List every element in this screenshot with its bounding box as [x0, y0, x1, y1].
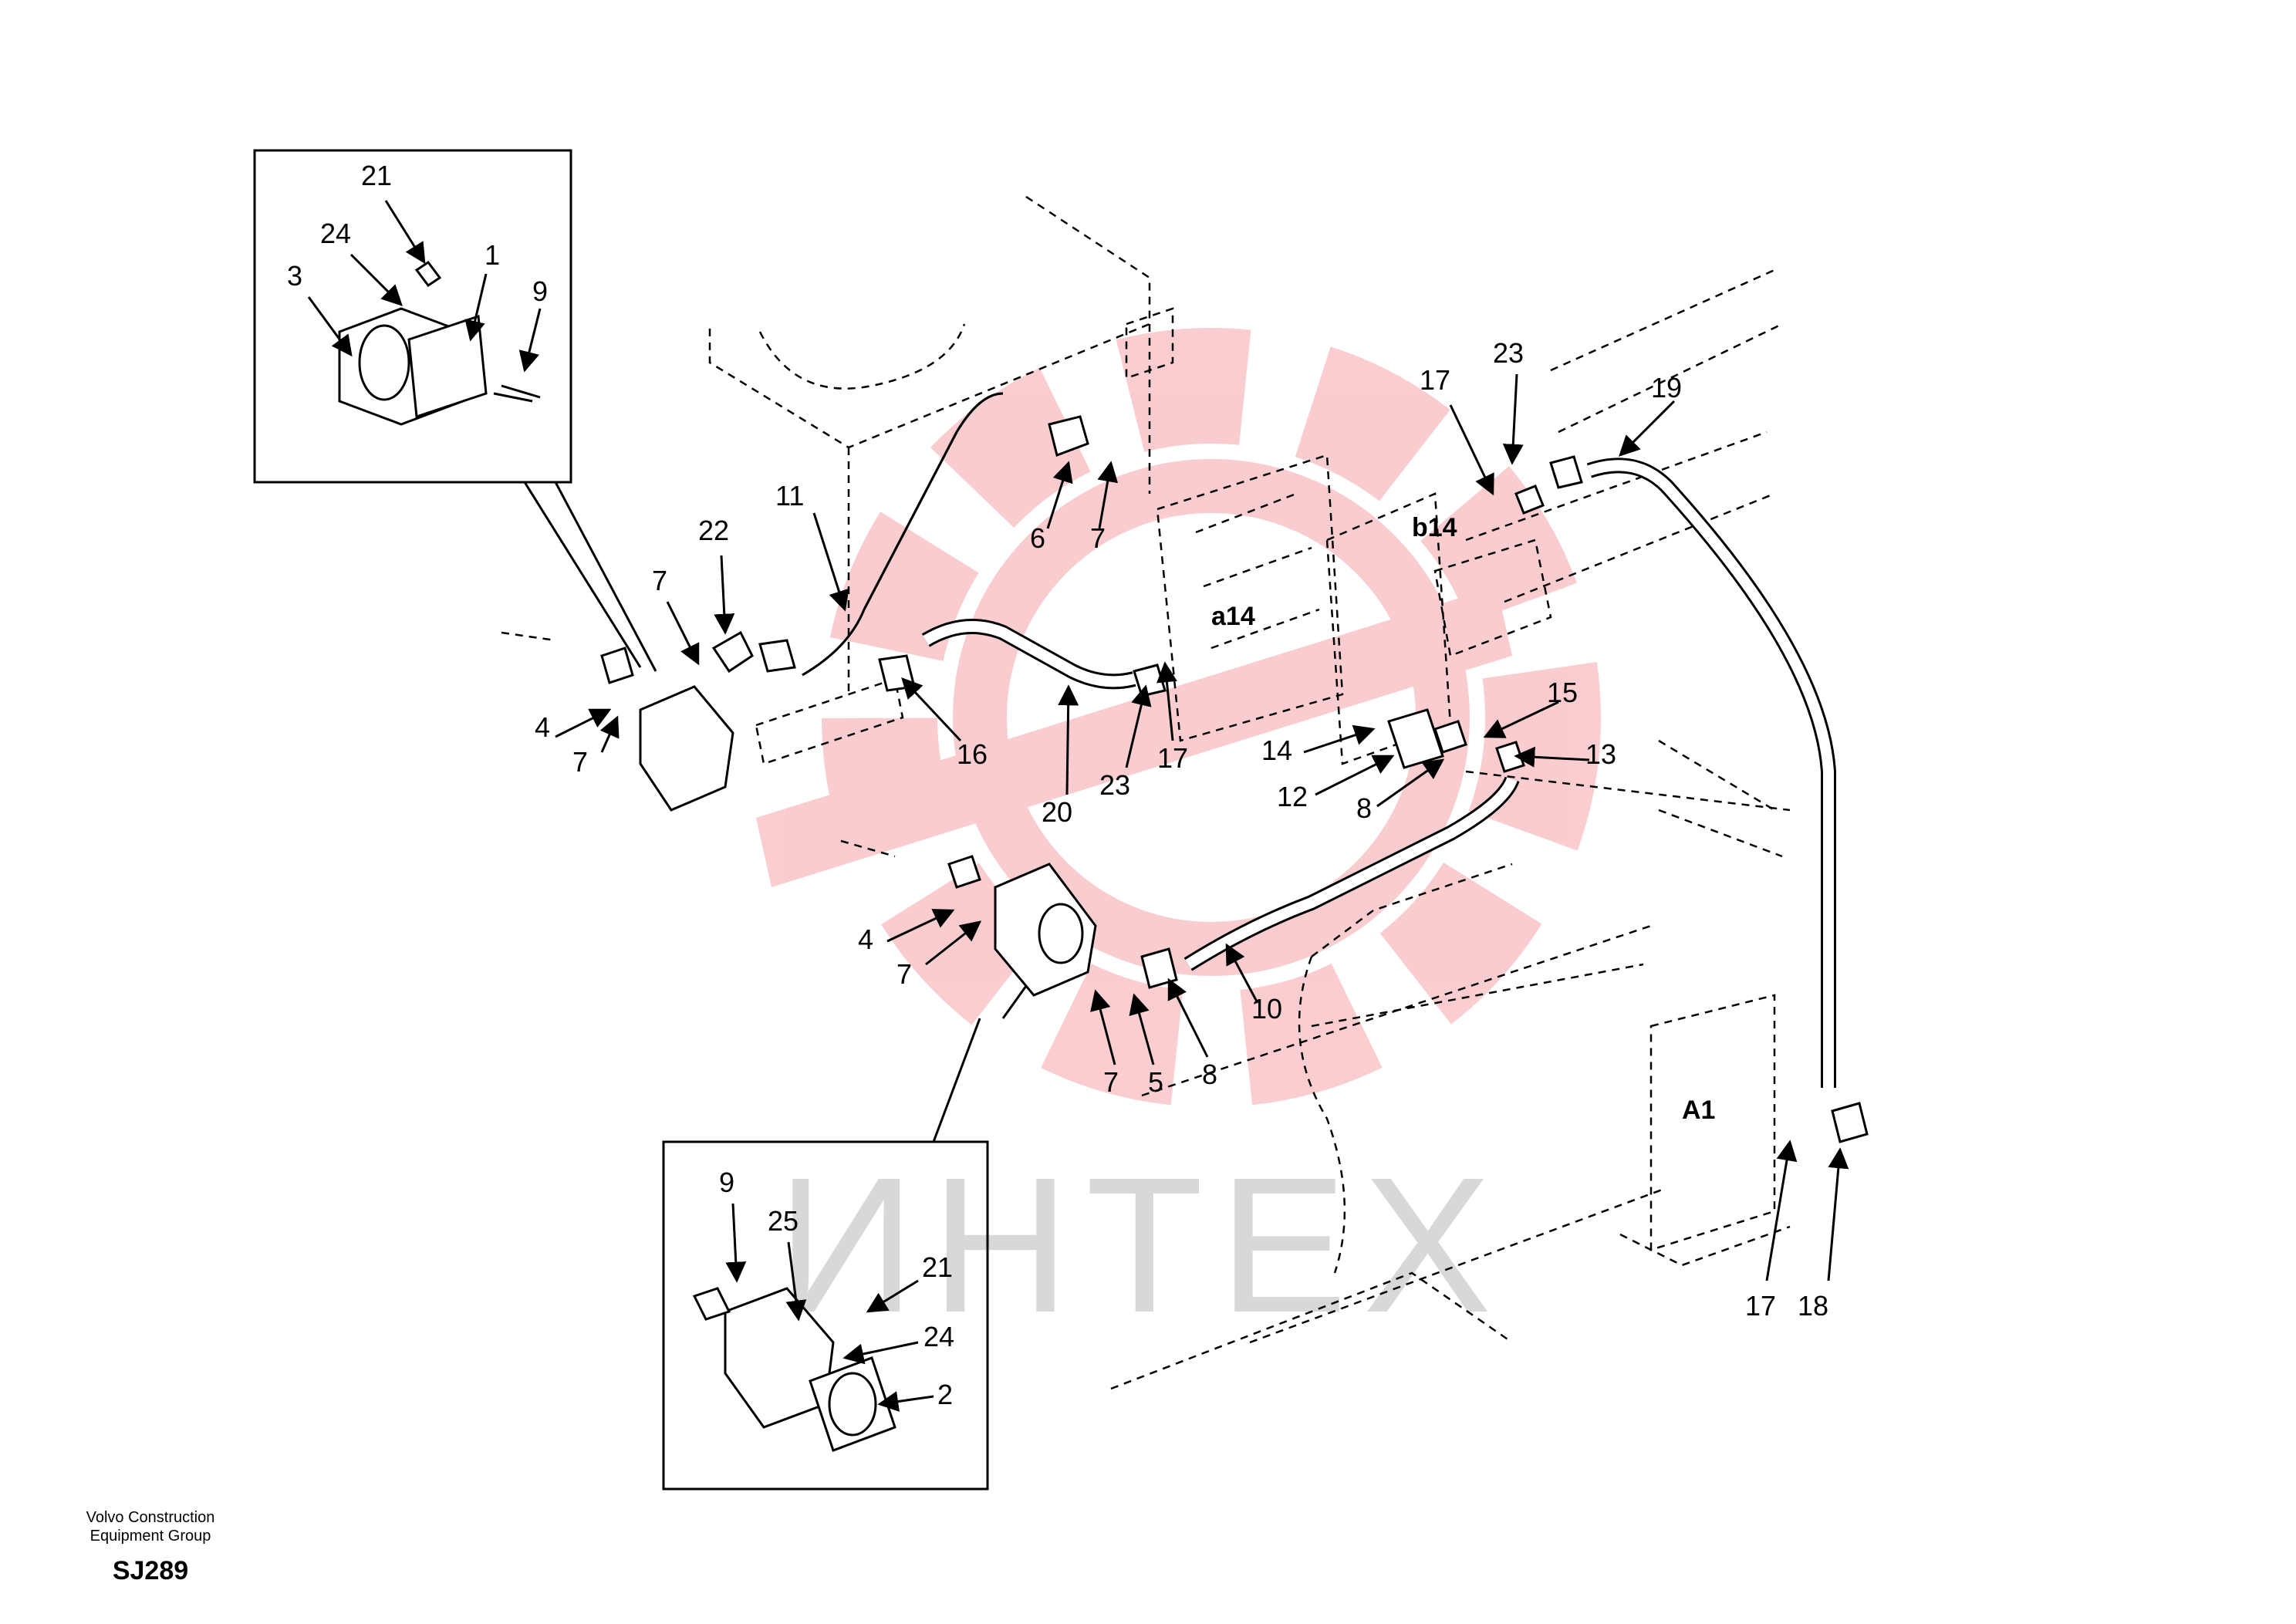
callout: 9 [532, 275, 548, 307]
callout: 18 [1798, 1290, 1828, 1322]
callout: 17 [1157, 742, 1188, 774]
footer: Volvo Construction Equipment Group SJ289 [46, 1508, 255, 1586]
hose-10 [1183, 776, 1520, 971]
callout: 22 [698, 515, 729, 546]
callout: 24 [923, 1321, 954, 1352]
callout: 7 [652, 565, 667, 596]
callout: 21 [922, 1251, 953, 1283]
callout: 14 [1261, 734, 1292, 766]
hose-19 [1586, 457, 1836, 1088]
machine-outline [501, 195, 1791, 1390]
footer-code: SJ289 [112, 1556, 189, 1585]
hose-11 [802, 392, 1004, 677]
callout: 19 [1651, 372, 1682, 403]
valve-tags: b14 a14 A1 [1211, 513, 1715, 1125]
callout: 1 [485, 239, 500, 271]
callout: 20 [1042, 796, 1072, 828]
callout: 12 [1277, 781, 1308, 812]
inset-top-left [253, 149, 657, 672]
callout: 10 [1251, 993, 1282, 1025]
callout: 7 [896, 958, 912, 990]
callout: 5 [1148, 1066, 1163, 1098]
callout: 7 [1090, 522, 1106, 554]
callout: 8 [1356, 792, 1372, 824]
callouts: 21 24 3 1 9 11 22 7 4 7 6 7 16 20 23 17 … [287, 160, 1828, 1410]
fittings [600, 415, 1869, 1143]
callout: 6 [1030, 522, 1045, 554]
callout: 17 [1420, 364, 1450, 396]
bracket-lower-left [639, 685, 1097, 997]
callout: 4 [858, 923, 873, 955]
callout: 23 [1099, 769, 1130, 801]
footer-org-line2: Equipment Group [89, 1528, 211, 1545]
callout: 21 [361, 160, 392, 191]
watermark-text: ИНТЕХ [777, 1137, 1507, 1352]
hose-20 [921, 619, 1136, 690]
callout: 15 [1547, 677, 1578, 708]
callout: 13 [1585, 738, 1616, 770]
callout: 25 [768, 1205, 799, 1237]
callout: 17 [1745, 1290, 1776, 1322]
valve-tag-a14: a14 [1211, 602, 1255, 631]
valve-tag-a1: A1 [1682, 1096, 1715, 1125]
callout: 7 [572, 746, 588, 778]
callout: 8 [1202, 1058, 1217, 1090]
callout: 2 [937, 1379, 953, 1410]
callout: 23 [1493, 337, 1524, 369]
leader-lines [307, 200, 1849, 1412]
callout: 24 [320, 218, 351, 249]
callout: 7 [1103, 1066, 1119, 1098]
callout: 9 [719, 1167, 734, 1198]
callout: 11 [775, 480, 804, 512]
callout: 4 [535, 711, 550, 743]
callout: 3 [287, 260, 302, 292]
inset-bottom [662, 964, 1043, 1491]
valve-tag-b14: b14 [1412, 513, 1457, 542]
footer-org-line1: Volvo Construction [86, 1509, 215, 1526]
bracket-25 [724, 1287, 896, 1452]
callout: 16 [957, 738, 988, 770]
bracket-3 [338, 307, 488, 426]
